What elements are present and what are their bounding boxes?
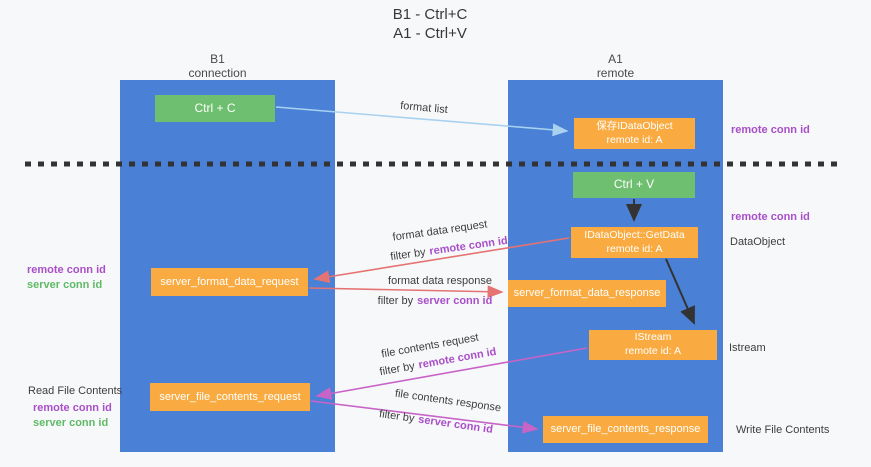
filter-prefix: filter by (389, 246, 427, 264)
filter-prefix: filter by (377, 295, 414, 307)
istream-line2: remote id: A (624, 345, 682, 357)
filter-prefix: filter by (378, 408, 416, 425)
label-file-contents-response: file contents response (394, 387, 502, 415)
server-file-contents-request-label: server_file_contents_request (159, 390, 301, 403)
lane-header-b1: B1 connection (110, 52, 325, 81)
istream-line1: IStream (634, 331, 672, 344)
side-label-dataobject: DataObject (730, 236, 786, 248)
lane-header-a1: A1 remote (508, 52, 723, 81)
side-label-remote-conn-id-left-1: remote conn id (27, 264, 106, 276)
side-label-server-conn-id-left-1: server conn id (27, 279, 103, 291)
diagram-title: B1 - Ctrl+C A1 - Ctrl+V (0, 6, 860, 44)
lane-b1-name: B1 (210, 52, 225, 66)
filter-highlight-server: server conn id (417, 295, 493, 307)
ctrl-v-label: Ctrl + V (613, 177, 655, 192)
side-label-server-conn-id-left-2: server conn id (33, 417, 109, 429)
side-label-write-file-contents: Write File Contents (736, 424, 830, 436)
filter-highlight-server: server conn id (417, 413, 494, 436)
box-istream: IStream remote id: A (589, 330, 717, 360)
save-dataobject-line1: 保存IDataObject (596, 119, 673, 132)
lane-b1-subtitle: connection (188, 66, 247, 81)
side-label-remote-conn-id-left-2: remote conn id (33, 402, 112, 414)
server-file-contents-response-label: server_file_contents_response (550, 423, 701, 436)
filter-highlight-remote: remote conn id (428, 234, 509, 258)
box-server-file-contents-request: server_file_contents_request (150, 383, 310, 411)
box-server-file-contents-response: server_file_contents_response (543, 416, 708, 443)
save-dataobject-line2: remote id: A (606, 133, 663, 146)
title-line-1: B1 - Ctrl+C (392, 6, 468, 23)
side-label-remote-conn-id-top: remote conn id (731, 124, 810, 136)
side-label-istream: Istream (729, 342, 766, 354)
label-format-list: format list (399, 99, 449, 117)
box-server-format-data-response: server_format_data_response (508, 280, 666, 307)
ctrl-c-label: Ctrl + C (194, 100, 236, 115)
box-ctrl-c: Ctrl + C (155, 95, 275, 122)
server-format-data-response-label: server_format_data_response (513, 287, 661, 300)
format-data-response-arrow (308, 285, 504, 299)
side-label-remote-conn-id-mid: remote conn id (731, 211, 810, 223)
box-idataobject-getdata: IDataObject::GetData remote id: A (571, 227, 698, 258)
box-ctrl-v: Ctrl + V (573, 172, 695, 198)
label-format-data-response: format data response (388, 275, 492, 287)
getdata-line2: remote id: A (606, 242, 663, 255)
side-label-read-file-contents: Read File Contents (28, 385, 123, 397)
getdata-line1: IDataObject::GetData (584, 228, 685, 241)
filter-prefix: filter by (378, 360, 416, 379)
lane-a1-name: A1 (608, 52, 623, 66)
title-line-2: A1 - Ctrl+V (393, 24, 467, 42)
lane-a1-subtitle: remote (596, 66, 635, 81)
box-save-dataobject: 保存IDataObject remote id: A (574, 118, 695, 149)
box-server-format-data-request: server_format_data_request (151, 268, 308, 296)
server-format-data-request-label: server_format_data_request (160, 275, 299, 288)
